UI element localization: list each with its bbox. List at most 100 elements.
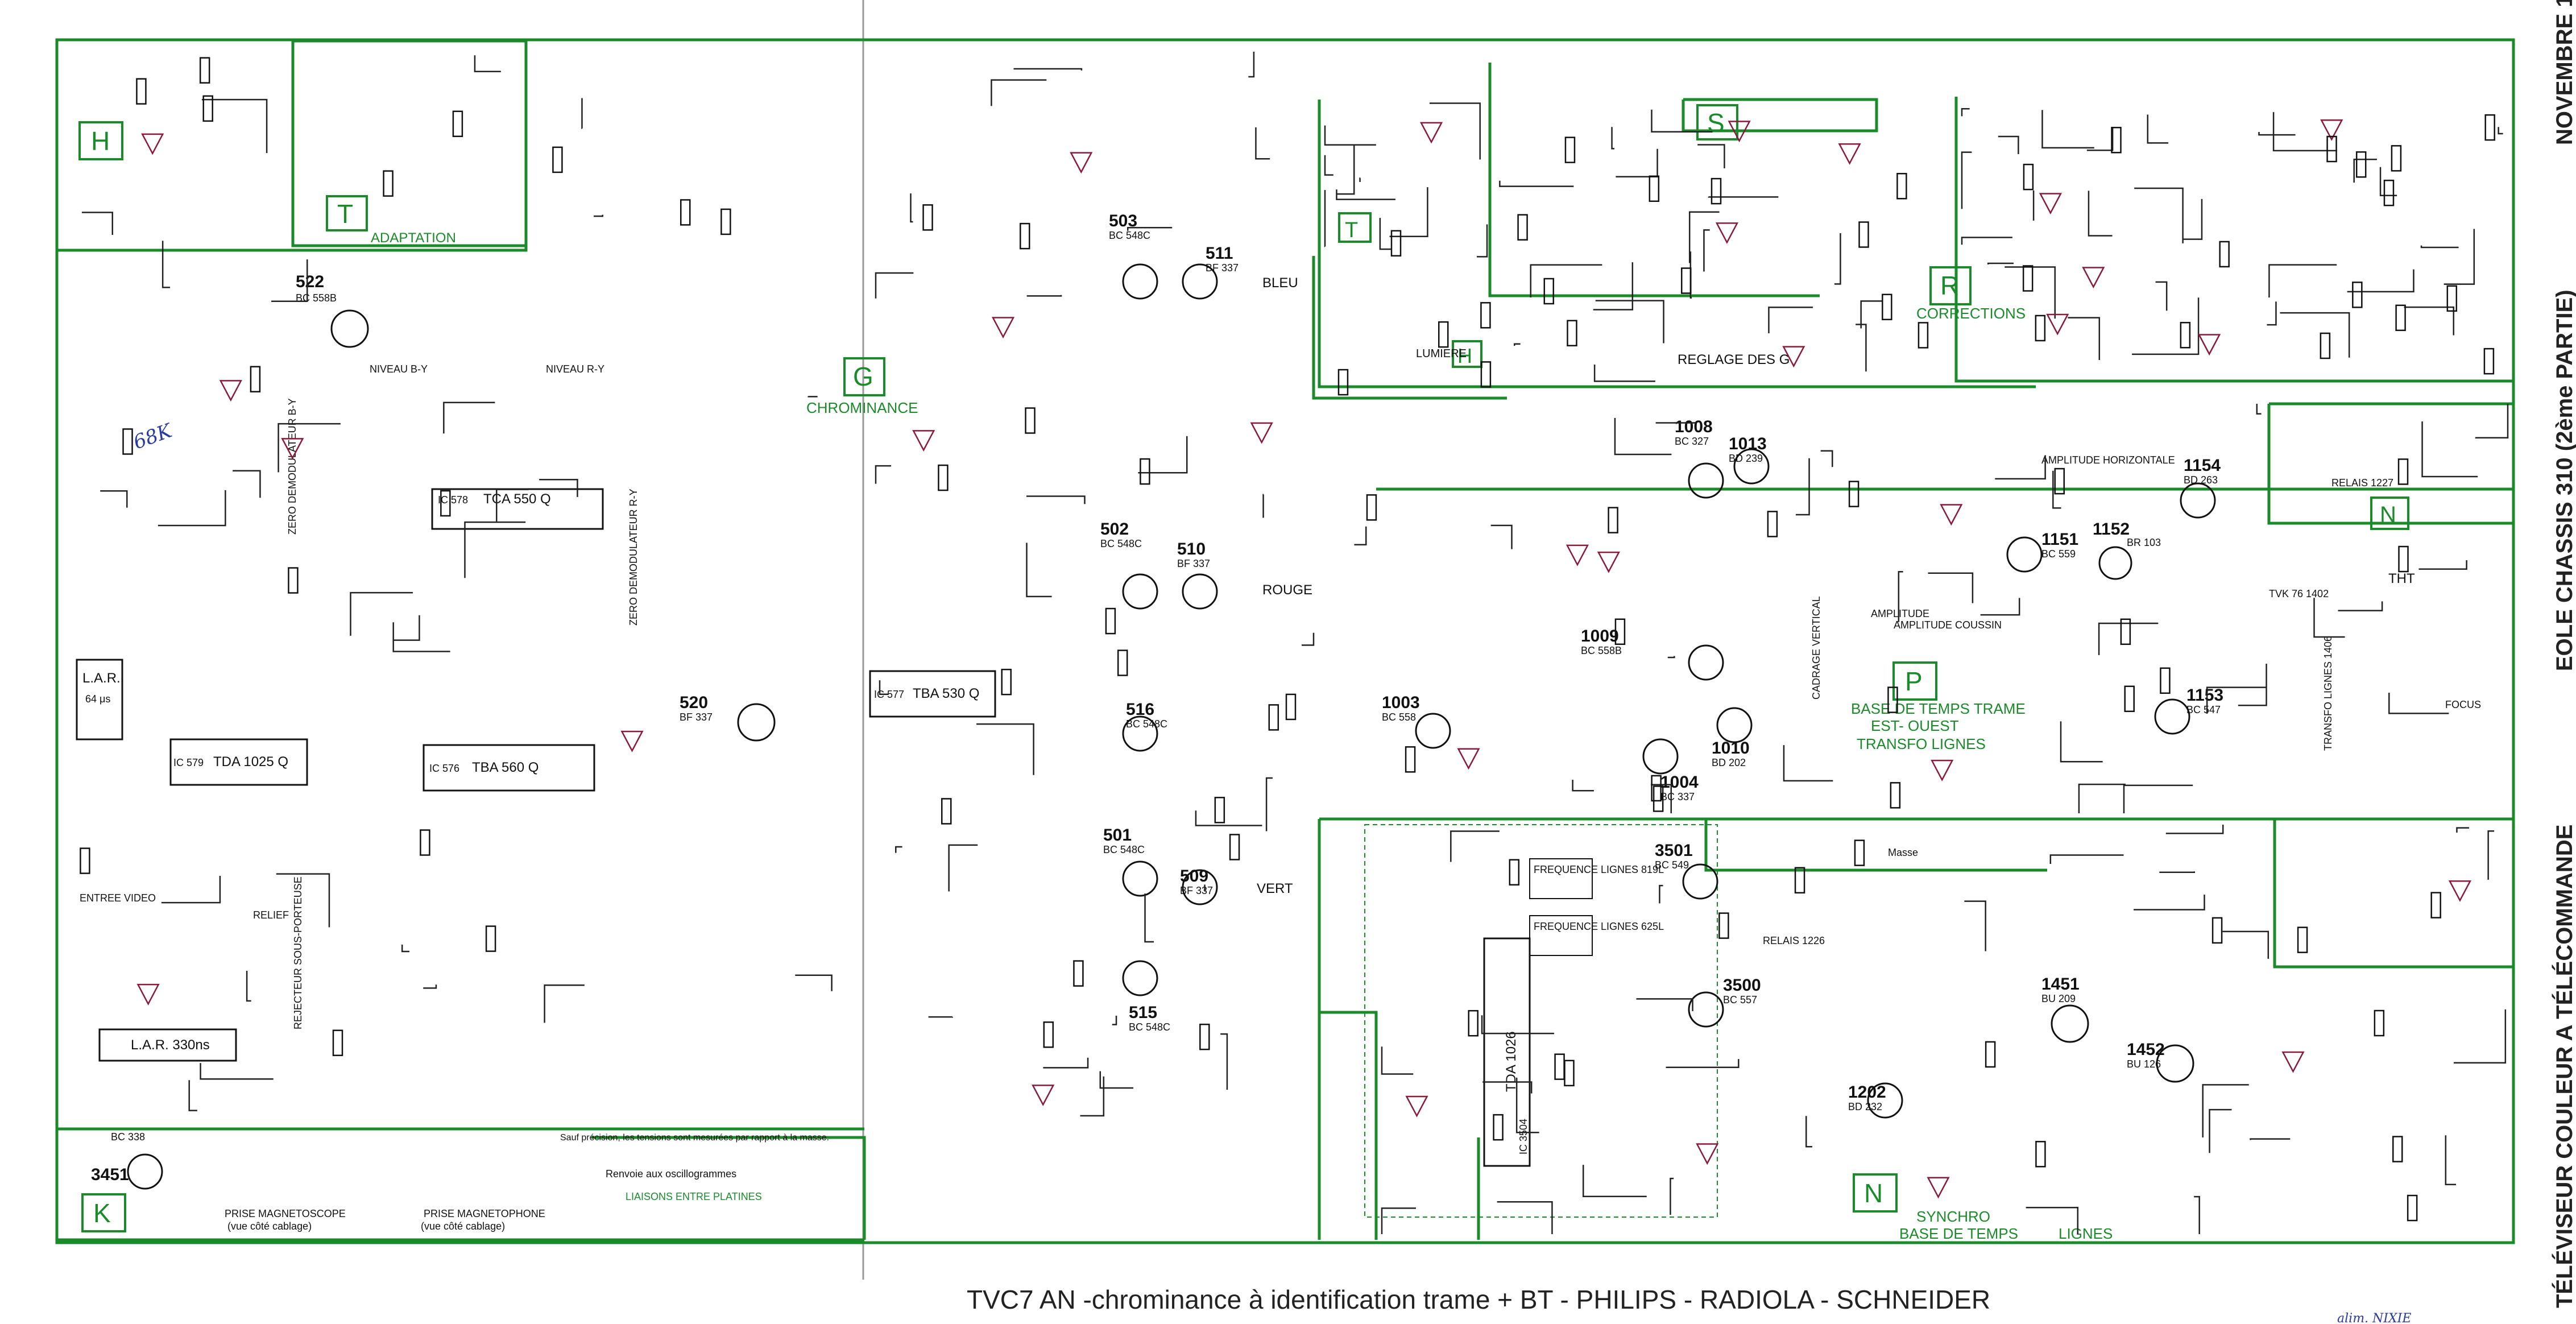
- resistor-symbol: [202, 95, 213, 122]
- label-rejecteur: REJECTEUR SOUS-PORTEUSE: [292, 876, 304, 1029]
- q-type-501: BC 548C: [1103, 844, 1145, 855]
- box-letter-t1: T: [337, 199, 353, 229]
- q-type-1153: BC 547: [2186, 704, 2221, 715]
- wire-segment: [2147, 114, 2169, 144]
- label-niveau-by: NIVEAU B-Y: [370, 363, 428, 375]
- wire-segment: [1379, 218, 1392, 250]
- wire-segment: [1499, 180, 1574, 187]
- resistor-symbol: [1718, 912, 1729, 939]
- wire-segment: [1783, 745, 1833, 782]
- title-base-temps-lignes: BASE DE TEMPS: [1899, 1225, 2018, 1242]
- label-focus: FOCUS: [2445, 699, 2481, 710]
- resistor-symbol: [720, 208, 731, 235]
- resistor-symbol: [1890, 782, 1901, 809]
- resistor-symbol: [1438, 321, 1449, 348]
- resistor-symbol: [1896, 172, 1907, 200]
- label-prise-magnetoscope-sub: (vue côté cablage): [227, 1220, 312, 1232]
- wire-segment: [1582, 1165, 1647, 1197]
- oscillogram-triangle: [1927, 1177, 1950, 1199]
- wire-segment: [1389, 187, 1428, 238]
- wire-segment: [1204, 884, 1206, 892]
- wire-segment: [2280, 312, 2350, 358]
- label-rouge: ROUGE: [1262, 582, 1312, 598]
- q-num-1151: 1151: [2041, 530, 2078, 549]
- oscillogram-triangle: [1728, 121, 1751, 143]
- resistor-symbol: [1493, 1114, 1504, 1141]
- oscillogram-triangle: [1597, 551, 1620, 573]
- resistor-symbol: [941, 798, 952, 825]
- q-num-511: 511: [1206, 244, 1233, 263]
- wire-segment: [1324, 125, 1376, 146]
- resistor-symbol: [2446, 285, 2458, 312]
- wire-segment: [991, 79, 1047, 106]
- wire-segment: [1666, 1059, 1740, 1068]
- label-tvk76: TVK 76 1402: [2269, 588, 2329, 599]
- misc-labels: ENTREE VIDEO L.A.R. 64 μs L.A.R. 330ns P…: [76, 363, 2481, 1324]
- wire-segment: [875, 465, 892, 484]
- resistor-symbol: [2035, 315, 2046, 342]
- wire-segment: [2060, 721, 2103, 763]
- wire-segment: [1667, 656, 1675, 659]
- wire-segment: [1144, 893, 1154, 943]
- wire-segment: [1795, 458, 1810, 516]
- resistor-symbol: [1608, 507, 1618, 533]
- resistor-symbol: [1794, 867, 1805, 894]
- q-num-1451: 1451: [2041, 975, 2080, 994]
- resistor-symbol: [1653, 785, 1664, 812]
- resistor-symbol: [1214, 797, 1225, 824]
- q-num-520: 520: [680, 693, 708, 712]
- resistor-symbol: [2211, 917, 2223, 944]
- bottom-caption: TVC7 AN -chrominance à identification tr…: [967, 1285, 1991, 1314]
- q-type-1013: BD 239: [1729, 453, 1763, 464]
- resistor-symbol: [199, 57, 210, 84]
- wire-segment: [910, 193, 913, 223]
- wire-segment: [795, 974, 833, 991]
- wire-segment: [2250, 1138, 2291, 1140]
- resistor-symbol: [1854, 839, 1865, 866]
- q-num-1452: 1452: [2127, 1040, 2165, 1059]
- resistor-symbol: [1651, 775, 1662, 802]
- resistor-symbol: [420, 829, 430, 856]
- resistor-symbol: [1480, 302, 1491, 329]
- q-num-1008: 1008: [1675, 417, 1713, 436]
- q-num-1004: 1004: [1660, 773, 1699, 792]
- wire-segment: [246, 971, 251, 1002]
- wire-segment: [201, 98, 268, 154]
- resistor-symbol: [1509, 859, 1520, 886]
- wire-segment: [2068, 317, 2101, 360]
- resistor-symbol: [2124, 685, 2135, 713]
- ic-579-ref: IC 579: [173, 757, 204, 768]
- resistor-symbol: [1887, 686, 1898, 713]
- resistor-symbol: [938, 464, 949, 491]
- oscillogram-triangle: [136, 983, 160, 1006]
- resistor-symbol: [1681, 267, 1692, 294]
- wire-segment: [1961, 237, 2012, 245]
- resistor-symbol: [2320, 332, 2331, 359]
- wire-segment: [976, 723, 1034, 775]
- ic-579-type: TDA 1025 Q: [213, 754, 288, 769]
- resistor-symbol: [1105, 607, 1116, 635]
- q-type-1202: BD 232: [1848, 1101, 1882, 1112]
- wire-segment: [158, 490, 226, 527]
- wire-segment: [1670, 1177, 1674, 1215]
- label-relais-1227: RELAIS 1227: [2331, 477, 2393, 489]
- wire-segment: [1651, 109, 1713, 133]
- wire-segment: [807, 396, 818, 398]
- wire-segment: [1195, 810, 1262, 826]
- resistor-symbol: [2352, 282, 2363, 308]
- wire-segment: [1805, 1116, 1812, 1148]
- wire-segment: [1324, 155, 1333, 176]
- title-reglage: REGLAGE DES G: [1678, 352, 1790, 367]
- wire-segment: [1127, 227, 1173, 231]
- resistor-symbol: [122, 428, 133, 455]
- resistor-symbol: [1337, 369, 1349, 396]
- resistor-symbol: [485, 925, 496, 952]
- resistor-symbol: [1285, 693, 1297, 721]
- wire-segment: [1703, 229, 1710, 272]
- resistor-symbol: [1140, 458, 1150, 485]
- wire-segment: [1336, 189, 1395, 200]
- resistor-symbol: [1649, 175, 1660, 202]
- resistor-symbol: [2483, 347, 2495, 375]
